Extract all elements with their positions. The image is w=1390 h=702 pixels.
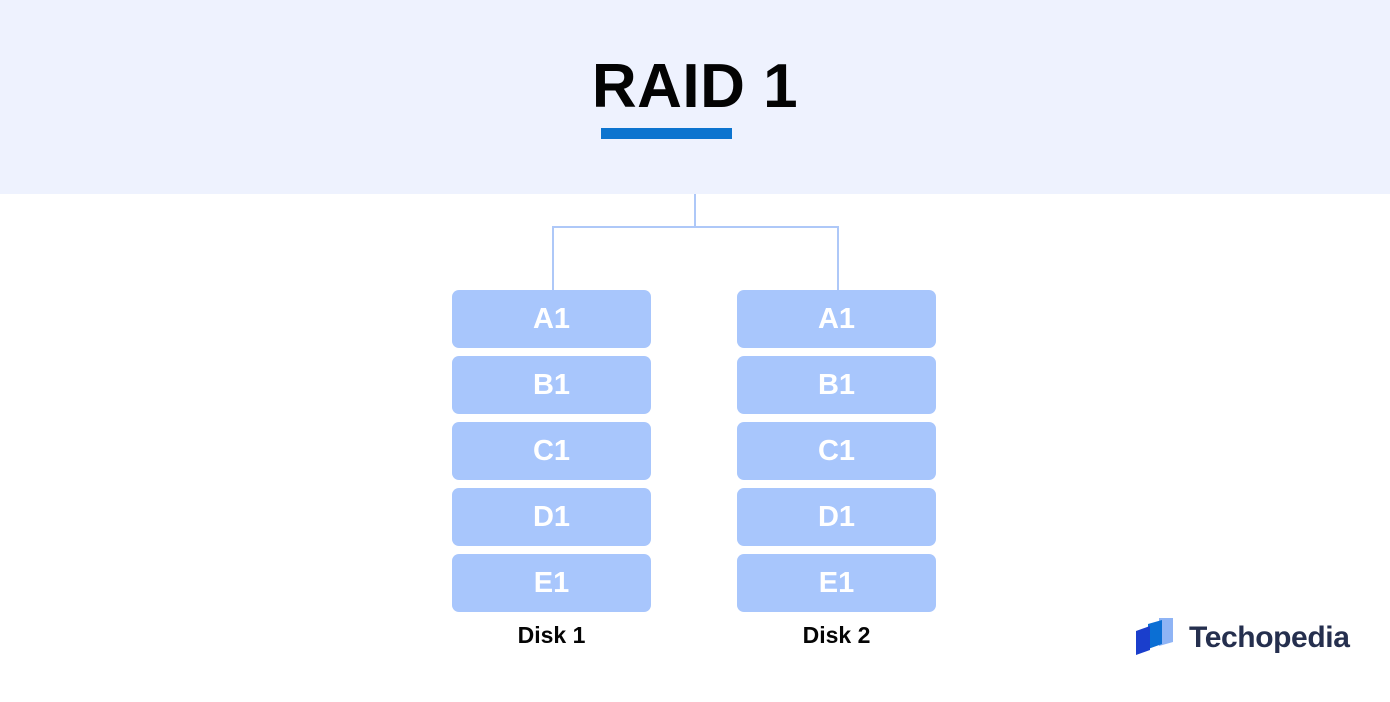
page-title: RAID 1	[591, 52, 799, 121]
connector-drop-disk-2	[837, 226, 839, 290]
data-block: A1	[452, 290, 651, 348]
data-block: C1	[737, 422, 936, 480]
data-block: E1	[737, 554, 936, 612]
techopedia-wordmark: Techopedia	[1189, 621, 1350, 654]
connector-horizontal-bar	[552, 226, 839, 228]
data-block: C1	[452, 422, 651, 480]
data-block: A1	[737, 290, 936, 348]
data-block: E1	[452, 554, 651, 612]
techopedia-mark-icon	[1133, 616, 1179, 660]
disk-column-1: A1 B1 C1 D1 E1 Disk 1	[452, 290, 651, 649]
data-block: B1	[737, 356, 936, 414]
disk-label-1: Disk 1	[517, 622, 586, 648]
techopedia-logo: Techopedia	[1133, 615, 1350, 661]
data-block: D1	[452, 488, 651, 546]
header-band: RAID 1	[0, 0, 1390, 194]
data-block: D1	[737, 488, 936, 546]
disk-label-2: Disk 2	[802, 622, 871, 648]
disk-column-2: A1 B1 C1 D1 E1 Disk 2	[737, 290, 936, 649]
connector-stem	[694, 194, 696, 228]
title-underline-accent	[601, 128, 732, 139]
connector-drop-disk-1	[552, 226, 554, 290]
data-block: B1	[452, 356, 651, 414]
